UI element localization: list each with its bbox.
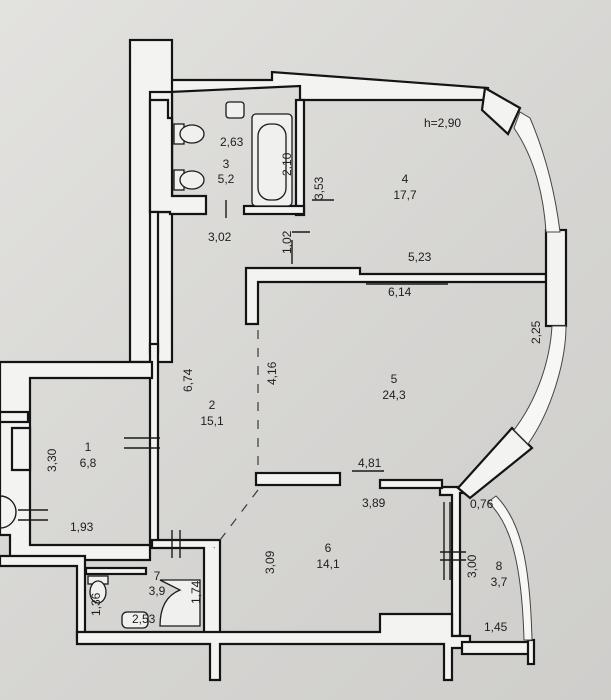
dim-2-63: 2,63: [220, 135, 244, 149]
toilet-bowl-lower: [179, 170, 205, 190]
dim-3-02: 3,02: [208, 230, 232, 244]
ceiling-height-label: h=2,90: [424, 116, 461, 130]
room1-entry-wall: [10, 426, 32, 472]
room5-room6-divider: [254, 471, 342, 487]
balcony-glass: [487, 495, 533, 641]
bathroom7-sink-wall: [84, 566, 148, 576]
corridor-west-wall: [148, 210, 160, 354]
bathroom-walls: [148, 98, 208, 216]
shower-tray-7: [159, 579, 201, 627]
north-exterior-wall: [168, 48, 490, 102]
room2-room6-diagonal: [213, 489, 259, 549]
room1-walls: [0, 360, 154, 562]
dim-1-45: 1,45: [484, 620, 508, 634]
room-number-4: 4: [402, 172, 409, 186]
room-number-2: 2: [209, 398, 216, 412]
balcony-east-post: [526, 638, 536, 666]
room-area-4: 17,7: [393, 188, 417, 202]
dim-3-30: 3,30: [45, 448, 59, 472]
dim-2-25: 2,25: [529, 320, 543, 344]
dim-0-76: 0,76: [470, 497, 494, 511]
plan-labels: h=2,90 1 6,8 2 15,1 3 5,2 4 17,7 5 24,3 …: [45, 116, 543, 634]
bay-top-frame: [480, 86, 522, 136]
dim-1-36: 1,36: [89, 592, 103, 616]
dim-3-89: 3,89: [362, 496, 386, 510]
bathroom-fixtures: [87, 101, 293, 629]
bay-glass-lower: [513, 325, 567, 445]
bay-bottom-frame: [456, 426, 534, 500]
balcony-south-wall: [460, 640, 534, 656]
dim-3-53: 3,53: [312, 176, 326, 200]
room-area-3: 5,2: [218, 172, 235, 186]
toilet-bowl-upper: [179, 124, 205, 144]
dim-3-09: 3,09: [263, 550, 277, 574]
dim-3-00: 3,00: [465, 554, 479, 578]
room1-door-arc: [0, 495, 17, 529]
room-number-3: 3: [223, 157, 230, 171]
bath-room4-partition: [294, 98, 306, 217]
room-area-8: 3,7: [491, 575, 508, 589]
lower-west-wall: [0, 554, 87, 642]
dim-5-23: 5,23: [408, 250, 432, 264]
dim-1-74: 1,74: [189, 580, 203, 604]
room-area-2: 15,1: [200, 414, 224, 428]
dim-4-16: 4,16: [265, 361, 279, 385]
room-number-6: 6: [325, 541, 332, 555]
room-number-1: 1: [85, 440, 92, 454]
bathroom-lower-wall: [242, 204, 306, 216]
walls: [0, 38, 568, 682]
room-area-5: 24,3: [382, 388, 406, 402]
dim-6-14: 6,14: [388, 285, 412, 299]
sink-7: [121, 611, 149, 629]
room-number-5: 5: [391, 372, 398, 386]
dim-4-81: 4,81: [358, 456, 382, 470]
bathtub-inner: [257, 123, 287, 201]
dim-1-93: 1,93: [70, 520, 94, 534]
room-number-8: 8: [496, 559, 503, 573]
bay-glass-upper: [513, 111, 561, 233]
room-area-1: 6,8: [80, 456, 97, 470]
room-area-6: 14,1: [316, 557, 340, 571]
room-area-7: 3,9: [149, 584, 166, 598]
south-exterior-wall: [75, 612, 472, 682]
dim-1-02: 1,02: [280, 230, 294, 254]
sink-upper: [225, 101, 245, 119]
dimension-ticks: [291, 199, 448, 472]
dim-2-53: 2,53: [132, 612, 156, 626]
dim-6-74: 6,74: [181, 368, 195, 392]
toilet-bowl-7: [89, 580, 107, 604]
room1-door-gap-wall: [0, 410, 30, 424]
bay-window-glazing: [487, 111, 567, 641]
room6-east-upper: [378, 478, 444, 490]
door-and-opening-lines: [0, 200, 466, 580]
dim-2-10: 2,10: [280, 152, 294, 176]
room-number-7: 7: [154, 569, 161, 583]
bay-mid-frame: [544, 228, 568, 328]
